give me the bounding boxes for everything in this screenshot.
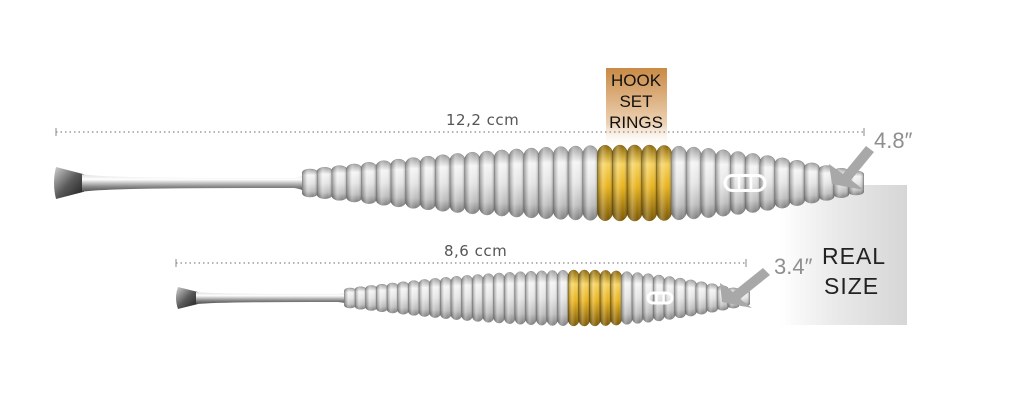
ring-shading	[365, 285, 377, 311]
ring-shading	[355, 286, 367, 310]
lure-shaft	[196, 290, 352, 306]
ring-shading	[671, 146, 687, 220]
real-size-line-1: REAL	[822, 243, 887, 269]
real-size-panel	[780, 185, 907, 325]
small-length-inch-label: 3.4″	[774, 254, 813, 279]
ring-shading	[663, 276, 676, 320]
ring-shading	[450, 276, 463, 320]
ring-shading	[641, 145, 658, 221]
large-length-arrow-icon	[829, 146, 874, 190]
ring-shading	[568, 270, 580, 326]
lure-head	[54, 167, 84, 199]
ring-shading	[818, 165, 835, 201]
ring-shading	[472, 274, 484, 322]
ring-shading	[589, 270, 601, 326]
large-lure	[54, 144, 864, 222]
ring-shading	[390, 159, 407, 207]
ring-shading	[804, 162, 820, 204]
ring-shading	[553, 146, 569, 220]
ring-shading	[597, 145, 613, 221]
ring-shading	[397, 281, 409, 315]
real-size-line-2: SIZE	[824, 273, 880, 299]
ring-shading	[656, 145, 672, 221]
ring-shading	[449, 153, 466, 213]
ring-shading	[376, 160, 392, 206]
ring-shading	[482, 273, 495, 323]
hook-set-line-1: HOOK	[610, 71, 662, 90]
lure-shaft	[82, 171, 308, 195]
hook-set-band	[606, 68, 667, 148]
ring-shading	[344, 288, 356, 308]
ring-shading	[582, 145, 599, 221]
ring-shading	[686, 147, 702, 219]
ring-shading	[405, 157, 421, 209]
small-lure	[176, 269, 750, 327]
ring-shading	[610, 270, 622, 326]
small-length-cm-label: 8,6 ccm	[444, 242, 508, 260]
ring-shading	[331, 165, 348, 201]
lure-eye	[723, 174, 767, 192]
ring-shading	[599, 270, 612, 326]
ring-shading	[508, 148, 525, 218]
ring-shading	[461, 275, 473, 321]
ring-shading	[715, 149, 731, 217]
ring-shading	[525, 271, 537, 325]
ring-shading	[418, 279, 431, 317]
ring-shading	[494, 149, 510, 217]
hook-set-line-2: SET	[619, 92, 653, 111]
ring-shading	[631, 272, 644, 324]
ring-shading	[514, 271, 526, 325]
ring-shading	[685, 279, 697, 317]
hook-set-rings-label: HOOK SET RINGS	[605, 70, 667, 133]
lure-eye	[646, 291, 674, 305]
ring-shading	[435, 154, 451, 212]
ring-shading	[504, 272, 516, 324]
ring-shading	[759, 155, 776, 211]
large-length-inch-label: 4.8″	[874, 128, 913, 153]
ring-shading	[538, 147, 554, 219]
ring-shading	[578, 270, 590, 326]
ring-shading	[567, 146, 584, 220]
ring-shading	[612, 145, 628, 221]
large-length-cm-label: 12,2 ccm	[446, 111, 520, 129]
ring-shading	[408, 280, 420, 316]
ring-shading	[302, 169, 318, 197]
ring-shading	[653, 274, 665, 322]
ring-shading	[789, 160, 805, 206]
ring-shading	[557, 270, 569, 326]
ring-shading	[361, 162, 377, 204]
hook-set-line-3: RINGS	[609, 113, 663, 132]
small-length-arrow-icon	[720, 268, 770, 308]
ring-shading	[621, 271, 633, 325]
ring-shading	[546, 270, 558, 326]
real-size-label: REAL SIZE	[822, 241, 886, 301]
ring-shading	[479, 150, 495, 216]
ring-shading	[700, 148, 717, 218]
ring-shading	[626, 145, 643, 221]
ring-shading	[523, 148, 540, 218]
ring-shading	[440, 277, 452, 319]
ring-shading	[317, 167, 333, 199]
lure-head	[176, 287, 198, 309]
ring-shading	[674, 278, 686, 318]
ring-shading	[386, 282, 399, 314]
ring-shading	[706, 283, 718, 313]
ring-shading	[464, 152, 481, 214]
ring-shading	[376, 284, 388, 312]
ring-shading	[745, 153, 761, 213]
ring-shading	[536, 270, 548, 326]
ring-shading	[695, 281, 708, 315]
ring-shading	[774, 157, 790, 209]
ring-shading	[420, 156, 436, 210]
ring-shading	[346, 163, 362, 203]
ring-shading	[429, 278, 441, 318]
ring-shading	[493, 272, 505, 324]
